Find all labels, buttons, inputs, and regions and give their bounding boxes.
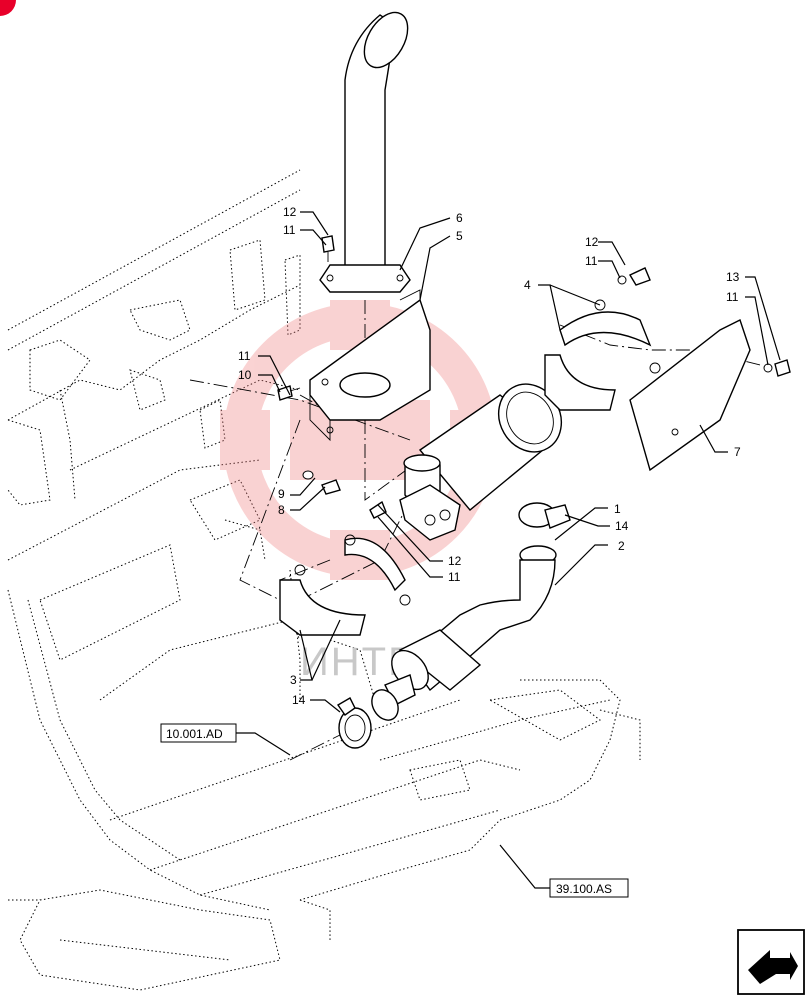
callout-10: 10 — [238, 368, 252, 382]
callout-3: 3 — [290, 673, 297, 687]
callout-6: 6 — [456, 211, 463, 225]
callout-7: 7 — [734, 445, 741, 459]
clamp-upper — [544, 299, 661, 411]
callout-1: 1 — [614, 502, 621, 516]
heat-shield — [629, 319, 751, 472]
callout-4: 4 — [524, 278, 531, 292]
callout-11b: 11 — [238, 349, 251, 363]
stack-bracket — [309, 289, 431, 442]
callout-8: 8 — [278, 503, 285, 517]
exhaust-stack — [319, 11, 411, 293]
reference-bottom-label: 39.100.AS — [556, 882, 612, 896]
exhaust-pipe — [371, 545, 557, 721]
callout-11c: 11 — [585, 254, 598, 268]
callout-11a: 11 — [283, 223, 296, 237]
muffler — [399, 383, 563, 541]
callout-9: 9 — [278, 487, 285, 501]
corner-badge — [0, 0, 16, 16]
reference-box-bottom[interactable]: 39.100.AS — [549, 878, 629, 898]
callout-13: 13 — [726, 270, 740, 284]
leader-lines — [236, 211, 781, 889]
clamp-lower — [279, 534, 411, 636]
callout-14a: 14 — [615, 519, 629, 533]
callout-labels: 1 2 3 4 5 6 7 8 9 10 11 11 11 11 11 12 1… — [238, 205, 741, 707]
callout-11d: 11 — [726, 290, 739, 304]
band-clamp-upper — [518, 502, 571, 529]
next-page-arrow-icon[interactable] — [737, 929, 805, 995]
fasteners — [277, 235, 791, 519]
reference-box-top[interactable]: 10.001.AD — [160, 723, 237, 743]
reference-top-label: 10.001.AD — [166, 727, 223, 741]
callout-12c: 12 — [448, 554, 462, 568]
chassis-frame — [7, 169, 641, 991]
callout-12b: 12 — [585, 235, 599, 249]
callout-2: 2 — [618, 539, 625, 553]
band-clamp-lower — [336, 697, 372, 749]
callout-14b: 14 — [292, 693, 306, 707]
callout-12a: 12 — [283, 205, 297, 219]
callout-11e: 11 — [448, 570, 461, 584]
callout-5: 5 — [456, 229, 463, 243]
